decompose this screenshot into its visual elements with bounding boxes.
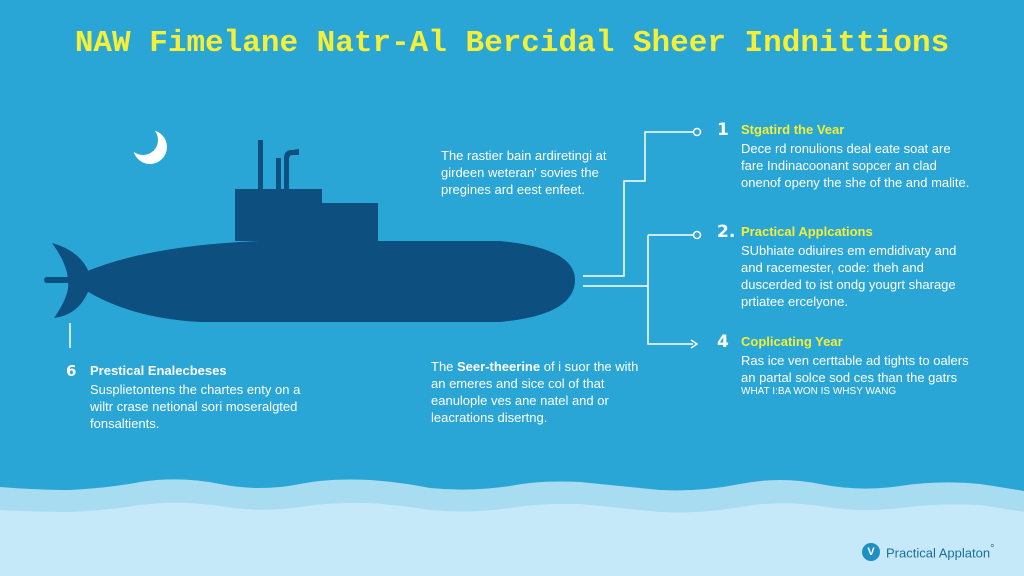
item-heading: Coplicating Year (741, 334, 843, 349)
center-note-bold: Seer-theerine (457, 359, 541, 374)
center-note-rest: of i suor the with an emeres and sice co… (431, 359, 639, 425)
item-body: SUbhiate odiuires em emdidivaty and and … (741, 243, 957, 309)
center-note: The Seer-theerine of i suor the with an … (431, 358, 641, 426)
brand-mark: ° (990, 543, 995, 556)
item-footnote: WHAT I:BA WON IS WHSY WANG (741, 386, 897, 397)
v-logo-icon: V (862, 543, 880, 561)
item-body: Ras ice ven certtable ad tights to oaler… (741, 353, 969, 385)
item-number: 2. (717, 222, 736, 242)
center-note-prefix: The (431, 359, 458, 374)
item-body: Susplietontens the chartes enty on a wil… (90, 382, 301, 431)
connector-tree (583, 127, 702, 349)
item-heading: Stgatird the Vear (741, 122, 845, 137)
brand-footer: V Practical Applaton° (862, 543, 994, 561)
waves (0, 479, 1024, 576)
item-body: Dece rd ronulions deal eate soat are far… (741, 141, 970, 190)
item-number: 4 (717, 332, 729, 352)
item-number: 6 (66, 362, 77, 380)
submarine-icon (44, 140, 575, 322)
intro-text: The rastier bain ardiretingi at girdeen … (441, 148, 607, 197)
brand-name: Practical Applaton° (886, 543, 994, 560)
item-number: 1 (717, 120, 729, 140)
brand-name-text: Practical Applaton (886, 545, 991, 561)
page-title: NAW Fimelane Natr-Al Bercidal Sheer Indn… (74, 26, 950, 61)
item-heading: Prestical Enalecbeses (90, 363, 227, 378)
crescent-moon-icon (128, 125, 167, 164)
item-body-wrap: Ras ice ven certtable ad tights to oaler… (741, 352, 971, 397)
item-heading: Practical Applcations (741, 224, 873, 239)
